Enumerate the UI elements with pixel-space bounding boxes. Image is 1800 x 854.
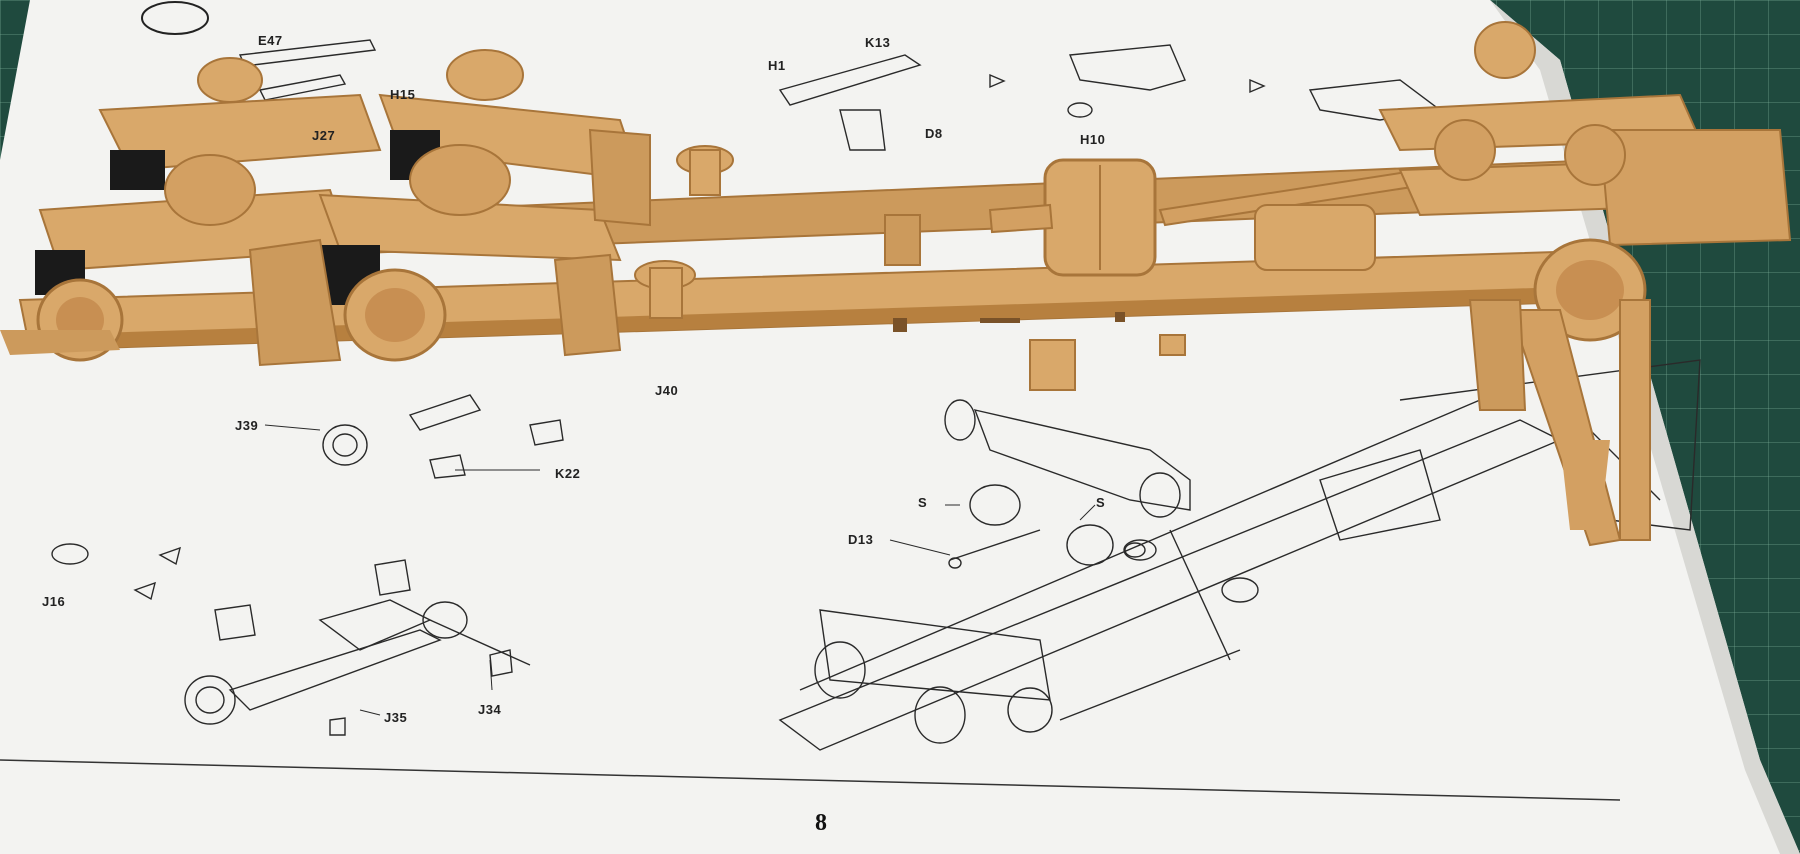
callout-h15: H15 bbox=[390, 87, 416, 102]
leader-lines bbox=[264, 424, 1096, 716]
fuel-tank bbox=[1254, 204, 1376, 271]
callout-s-right: S bbox=[1096, 495, 1106, 510]
callout-j27: J27 bbox=[312, 128, 336, 143]
rear-bogie bbox=[0, 49, 651, 367]
callout-k22: K22 bbox=[555, 466, 581, 481]
callout-s-left: S bbox=[918, 495, 928, 510]
callout-h10: H10 bbox=[1080, 132, 1106, 147]
callout-j34: J34 bbox=[478, 702, 502, 717]
callout-j35: J35 bbox=[384, 710, 408, 725]
callout-d8: D8 bbox=[925, 126, 943, 141]
line-art-lower-left bbox=[51, 394, 564, 736]
callout-h1: H1 bbox=[768, 58, 786, 73]
callout-e47: E47 bbox=[258, 33, 283, 48]
callout-d13: D13 bbox=[848, 532, 874, 547]
callout-j39: J39 bbox=[235, 418, 259, 433]
page-border-line bbox=[0, 759, 1621, 801]
callout-k13: K13 bbox=[865, 35, 891, 50]
chassis-model bbox=[0, 21, 1792, 547]
front-axle bbox=[1378, 21, 1792, 547]
step-badge bbox=[141, 1, 209, 35]
callout-j40: J40 bbox=[655, 383, 679, 398]
callout-j16: J16 bbox=[42, 594, 66, 609]
page-number: 8 bbox=[815, 810, 827, 836]
